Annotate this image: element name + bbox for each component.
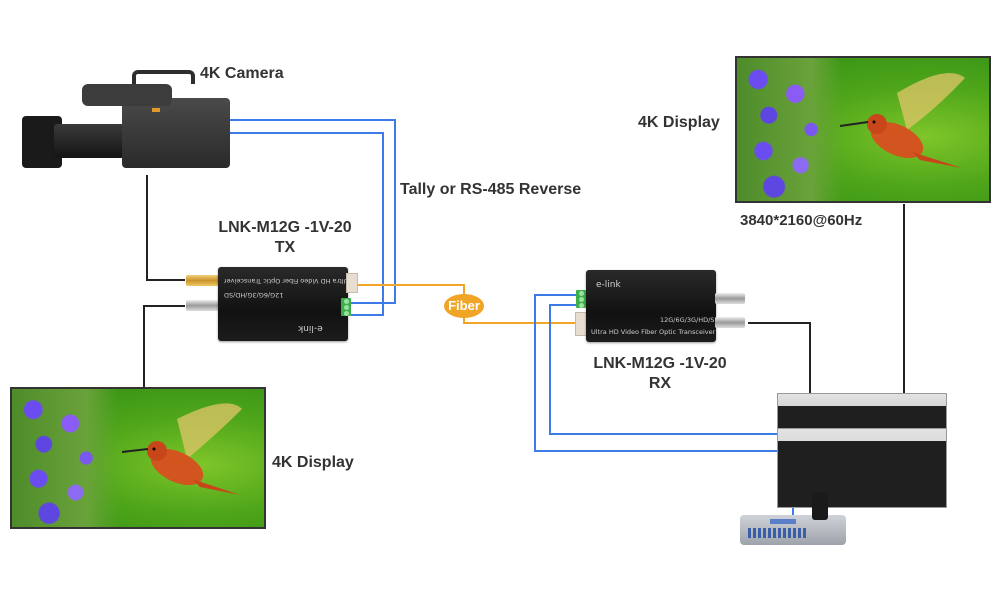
- tx-model-label: LNK-M12G -1V-20: [218, 219, 352, 236]
- tx-reverse-data-line-1: [220, 119, 396, 304]
- rx-model-label: LNK-M12G -1V-20: [593, 355, 727, 372]
- tx-reverse-data-line-2: [222, 132, 384, 316]
- tx-fiber-port: [346, 273, 358, 293]
- fiber-line-tx-side: [358, 284, 465, 295]
- tx-label: LNK-M12G -1V-20 TX: [190, 218, 380, 258]
- tx-bnc-gold-connector: [186, 275, 220, 286]
- camera-handle: [132, 70, 195, 84]
- camera-device: [22, 68, 232, 178]
- panel-keys: [748, 528, 808, 538]
- rx-format-text: 12G/6G/3G/HD/SD: [660, 316, 720, 324]
- reverse-signal-label: Tally or RS-485 Reverse: [400, 181, 582, 198]
- camera-body: [122, 98, 230, 168]
- tx-format-text: 12G/6G/3G/HD/SD: [224, 291, 284, 299]
- remote-control-panel: [740, 515, 846, 545]
- rx-role-label: RX: [648, 375, 672, 392]
- tx-bnc-silver-connector: [186, 300, 220, 311]
- local-4k-display: [10, 387, 266, 529]
- rx-to-ccu-video-line: [748, 322, 811, 393]
- ccu-rack-bottom: [777, 428, 947, 508]
- hummingbird-image: [839, 73, 965, 168]
- rx-reverse-data-line-1: [534, 294, 780, 452]
- tx-product-text: Ultra HD Video Fiber Optic Transceiver: [224, 277, 349, 285]
- tx-rs485-terminal: [341, 298, 351, 316]
- tx-brand-text: e-link: [298, 323, 323, 333]
- fiber-line-rx-side: [463, 315, 575, 324]
- camera-viewfinder: [82, 84, 172, 106]
- ccu-rack-top-panel: [778, 406, 946, 432]
- tx-transceiver: Ultra HD Video Fiber Optic Transceiver 1…: [183, 265, 363, 345]
- rx-transceiver: e-link 12G/6G/3G/HD/SD Ultra HD Video Fi…: [573, 268, 753, 348]
- fiber-badge: Fiber: [444, 294, 484, 318]
- resolution-label: 3840*2160@60Hz: [740, 212, 863, 229]
- tx-to-local-display-line: [143, 305, 185, 387]
- camera-to-tx-video-line: [146, 175, 185, 281]
- camera-lens: [54, 124, 124, 158]
- tx-role-label: TX: [274, 239, 296, 256]
- ccu-rack-bottom-panel: [778, 441, 946, 507]
- panel-display: [770, 519, 796, 524]
- rx-product-text: Ultra HD Video Fiber Optic Transceiver: [591, 328, 716, 336]
- camera-label: 4K Camera: [200, 65, 284, 82]
- rx-label: LNK-M12G -1V-20 RX: [565, 354, 755, 394]
- rx-bnc-connector-1: [715, 293, 745, 304]
- rx-brand-text: e-link: [596, 280, 621, 290]
- ccu-rack-top: [777, 393, 947, 433]
- flower-image-area: [737, 58, 843, 201]
- rx-bnc-connector-2: [715, 317, 745, 328]
- rx-reverse-data-line-2: [549, 304, 780, 435]
- rx-housing: e-link 12G/6G/3G/HD/SD Ultra HD Video Fi…: [586, 270, 720, 342]
- joystick-icon: [812, 492, 828, 520]
- remote-display-label: 4K Display: [638, 114, 720, 131]
- hummingbird-image: [121, 403, 242, 495]
- flower-image-area: [12, 389, 118, 527]
- rx-rs485-terminal: [576, 290, 586, 308]
- camera-badge: [152, 108, 160, 112]
- tx-housing: Ultra HD Video Fiber Optic Transceiver 1…: [218, 267, 348, 341]
- local-display-label: 4K Display: [272, 454, 354, 471]
- remote-4k-display: [735, 56, 991, 203]
